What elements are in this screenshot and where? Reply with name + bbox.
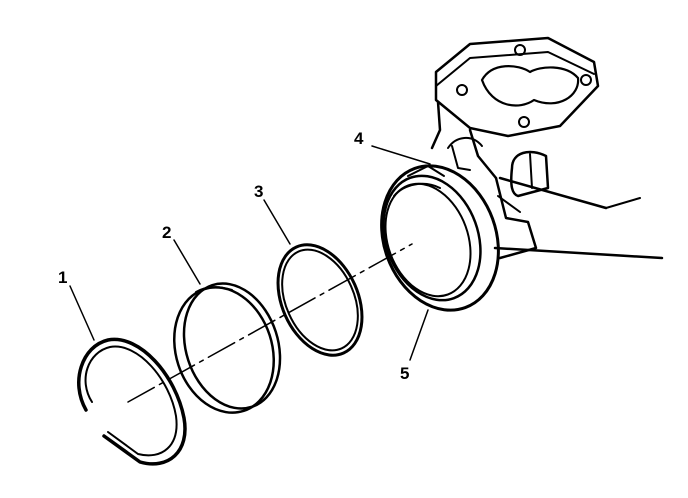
snap-ring-part-1 (77, 337, 187, 466)
callout-2: 2 (162, 223, 171, 242)
bolt-hole-2 (514, 44, 526, 56)
disc-part-2 (172, 282, 282, 414)
callout-1: 1 (58, 268, 67, 287)
bolt-hole-3 (580, 74, 592, 86)
assembly-centerline (127, 243, 413, 403)
callout-4: 4 (354, 129, 364, 148)
callout-3: 3 (254, 182, 263, 201)
ring-part-3 (276, 243, 364, 357)
housing-body (430, 36, 664, 260)
callout-5: 5 (400, 364, 409, 383)
bolt-hole-1 (456, 84, 468, 96)
bolt-hole-4 (518, 116, 530, 128)
leader-lines (69, 145, 431, 361)
bore-ring-part-5 (380, 164, 500, 312)
